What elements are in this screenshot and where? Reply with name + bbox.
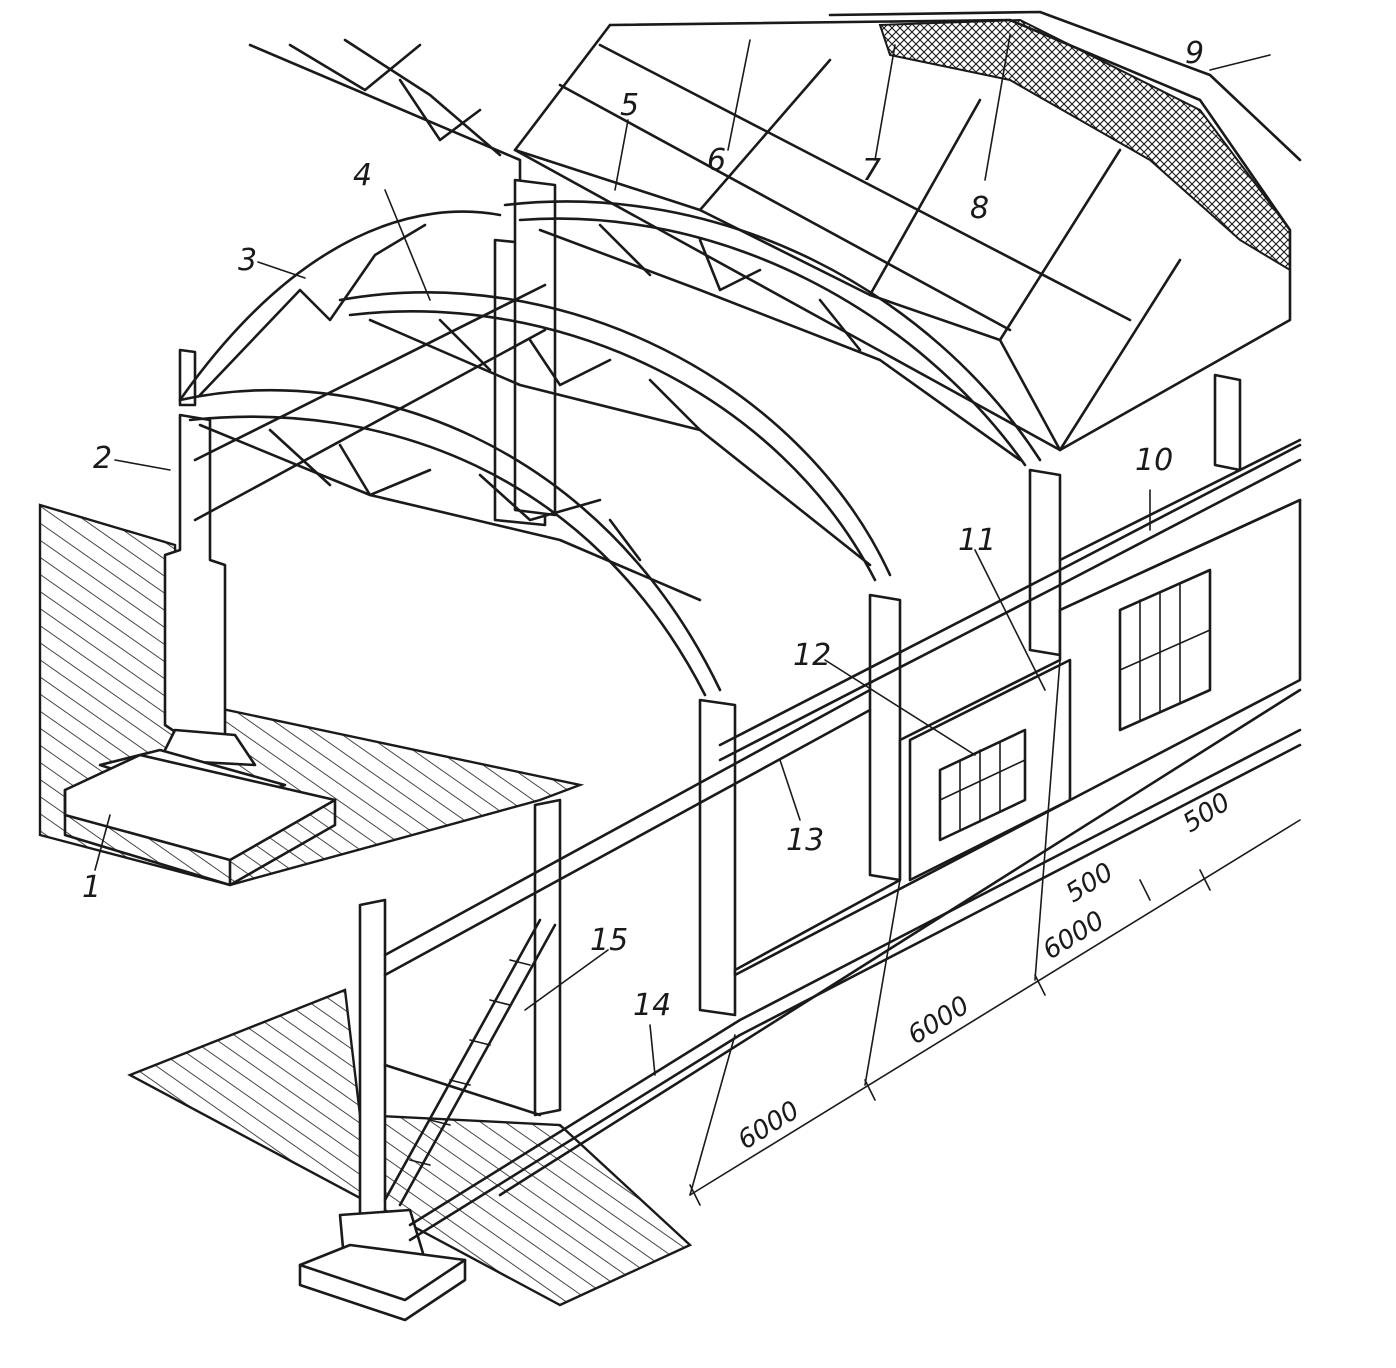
- callout-1: 1: [82, 870, 101, 905]
- roof-covering: [828, 10, 1302, 162]
- callout-9: 9: [1185, 36, 1204, 71]
- callout-3: 3: [238, 243, 257, 278]
- roof-insulation: [878, 18, 1291, 272]
- leader-lines: [94, 34, 1271, 1076]
- callout-6: 6: [707, 143, 726, 178]
- roof-trusses: [178, 200, 1042, 697]
- roof-slabs: [513, 18, 1292, 452]
- vertical-bracing: [383, 918, 557, 1207]
- callout-8: 8: [970, 191, 989, 226]
- dimension-bay-3: 6000: [1038, 905, 1110, 966]
- dimension-offset-2: 500: [1178, 787, 1236, 839]
- columns: [63, 178, 1242, 1322]
- callout-15: 15: [590, 923, 628, 958]
- callout-13: 13: [786, 823, 824, 858]
- callout-14: 14: [633, 988, 671, 1023]
- callout-5: 5: [620, 88, 639, 123]
- callout-10: 10: [1135, 443, 1173, 478]
- callout-12: 12: [793, 638, 831, 673]
- callout-7: 7: [862, 153, 881, 188]
- callout-11: 11: [958, 523, 996, 558]
- beams: [193, 283, 1302, 1242]
- callout-4: 4: [353, 158, 372, 193]
- background-trusses: [248, 38, 522, 182]
- callout-labels: 1 2 3 4 5 6 7 8 9 10 11 12 13 14 15: [82, 36, 1204, 1023]
- dimension-lines: [689, 659, 1301, 1206]
- callout-2: 2: [93, 441, 112, 476]
